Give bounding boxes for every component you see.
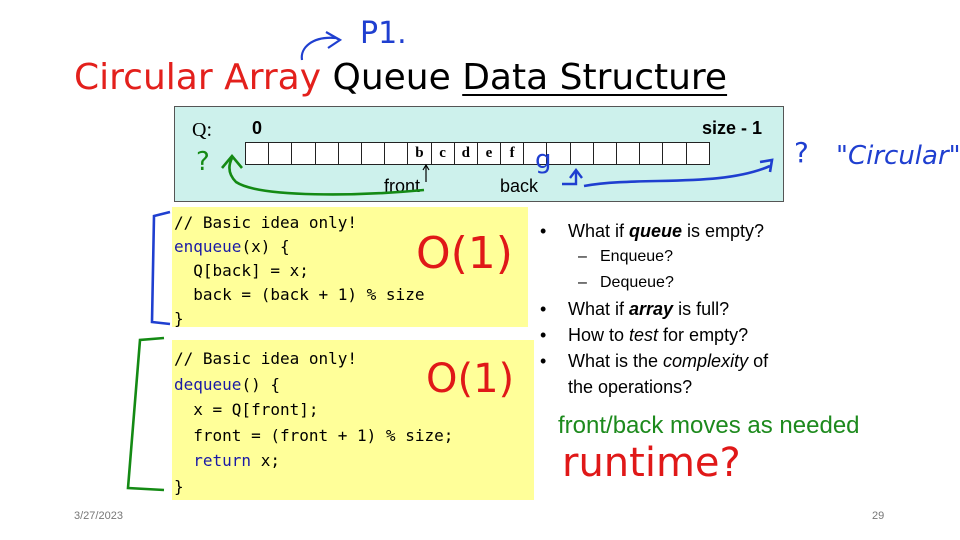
array-cell — [569, 142, 594, 165]
array-cell — [360, 142, 386, 165]
array-cell: d — [453, 142, 478, 165]
array-cell: c — [430, 142, 455, 165]
bullet-emphasis: queue — [629, 221, 683, 241]
p1-ink-text: P1. — [360, 16, 407, 51]
enqueue-function-name: enqueue — [174, 237, 242, 256]
bullet-queue-empty: What if queue is empty? — [540, 218, 768, 244]
title-circular-array: Circular Array — [74, 57, 322, 98]
front-pointer-label: front — [384, 176, 421, 196]
array-cell — [639, 142, 664, 165]
code-line: } — [174, 476, 184, 496]
array-cell — [523, 142, 548, 165]
array-cell — [662, 142, 687, 165]
bullet-emphasis: array — [629, 299, 674, 319]
queue-label: Q: — [192, 119, 212, 141]
array-cell — [616, 142, 641, 165]
runtime-ink: runtime? — [562, 440, 741, 486]
code-line: x; — [251, 451, 280, 470]
bullet-text: What is the — [568, 351, 664, 371]
bullet-text: for empty? — [658, 325, 749, 345]
slide-date: 3/27/2023 — [74, 510, 123, 522]
bullet-test-empty: How to test for empty? — [540, 322, 768, 348]
p1-arrow-head-ink — [325, 31, 343, 49]
bullet-array-full: What if array is full? — [540, 296, 768, 322]
bullet-text: How to — [568, 325, 630, 345]
array-cell: f — [500, 142, 525, 165]
dequeue-code-block: // Basic idea only! dequeue() { x = Q[fr… — [172, 340, 534, 500]
array-cell — [384, 142, 409, 165]
enqueue-bracket-ink — [150, 210, 171, 326]
bullet-text: What if — [568, 299, 630, 319]
bullet-complexity: What is the complexity of — [540, 348, 768, 374]
code-line: (x) { — [241, 237, 290, 256]
code-line: back = (back + 1) % size — [174, 285, 425, 304]
slide-page-number: 29 — [872, 510, 885, 522]
array-cell — [314, 142, 339, 165]
start-index-label: 0 — [252, 118, 263, 138]
dequeue-function-name: dequeue — [174, 374, 242, 394]
end-index-label: size - 1 — [702, 118, 763, 138]
title-data-structure: Data Structure — [462, 57, 728, 98]
slide-title: Circular Array Queue Data Structure — [74, 56, 727, 100]
title-queue: Queue — [332, 57, 451, 98]
code-line: Q[back] = x; — [174, 261, 309, 280]
code-comment: // Basic idea only! — [174, 213, 358, 232]
return-keyword: return — [193, 451, 252, 470]
code-line: () { — [241, 374, 280, 394]
array-cell: e — [476, 142, 502, 165]
bullet-text: What if — [568, 221, 630, 241]
subbullet-enqueue: Enqueue? — [540, 244, 768, 270]
bullet-text: is empty? — [682, 221, 765, 241]
code-line: x = Q[front]; — [174, 400, 319, 419]
code-indent — [174, 451, 193, 470]
back-pointer-label: back — [500, 176, 539, 196]
array-cell — [268, 142, 293, 165]
dequeue-bracket-ink — [126, 336, 165, 492]
code-line: front = (front + 1) % size; — [174, 425, 454, 445]
array-cell — [337, 142, 362, 165]
bullet-emphasis: test — [629, 325, 659, 345]
bullet-text: is full? — [673, 299, 730, 319]
code-comment: // Basic idea only! — [174, 349, 358, 368]
bullet-list: What if queue is empty? Enqueue? Dequeue… — [540, 218, 768, 400]
array-cell — [592, 142, 617, 165]
array-cell — [546, 142, 571, 165]
enqueue-code-block: // Basic idea only! enqueue(x) { Q[back]… — [172, 207, 528, 328]
code-line: } — [174, 309, 184, 328]
array-cell — [245, 142, 270, 165]
bullet-text: of — [748, 351, 769, 371]
front-back-note: front/back moves as needed — [558, 412, 860, 439]
array-cell: b — [407, 142, 432, 165]
array-cell — [291, 142, 316, 165]
bullet-complexity-continued: the operations? — [568, 377, 693, 397]
bullet-emphasis: complexity — [663, 351, 749, 371]
circular-ink: "Circular" — [836, 141, 960, 171]
question-right-ink: ? — [794, 136, 809, 169]
subbullet-dequeue: Dequeue? — [540, 270, 768, 296]
array-cell — [685, 142, 710, 165]
